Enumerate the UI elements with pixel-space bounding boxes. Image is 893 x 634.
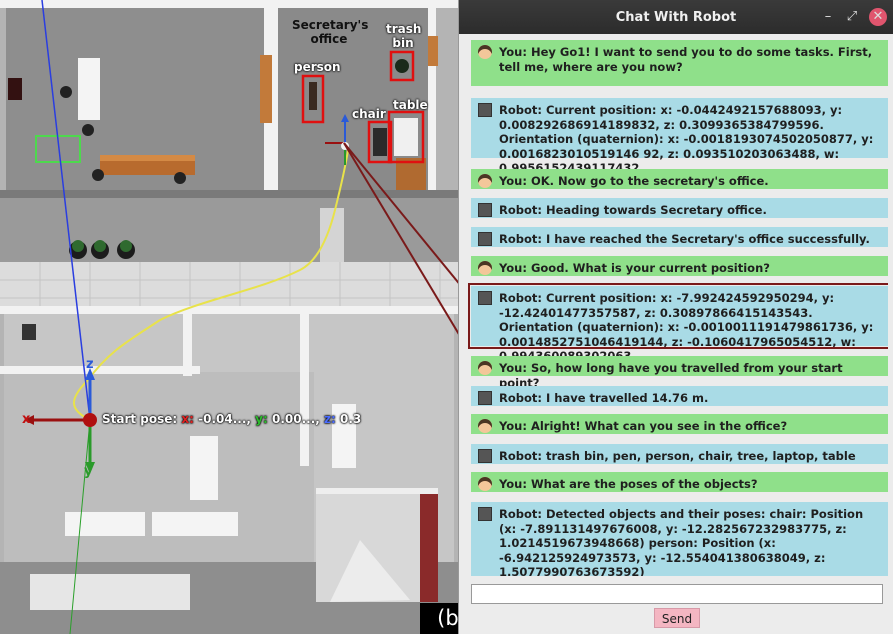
start-pose-y-label: y:	[255, 412, 268, 426]
start-pose-z-value: 0.3	[340, 412, 362, 426]
secretary-office-label: Secretary's office	[292, 18, 369, 46]
user-avatar-icon	[478, 261, 492, 275]
message-item: Robot: I have travelled 14.76 m.	[471, 386, 888, 406]
person-label: person	[294, 60, 341, 74]
robot-avatar-icon	[478, 291, 492, 305]
message-text: You: Hey Go1! I want to send you to do s…	[499, 45, 873, 74]
message-text: You: OK. Now go to the secretary's offic…	[499, 174, 769, 188]
message-text: Robot: Detected objects and their poses:…	[499, 507, 864, 576]
message-item: You: Good. What is your current position…	[471, 256, 888, 276]
chair-label: chair	[352, 107, 386, 121]
message-text: You: Alright! What can you see in the of…	[499, 419, 788, 433]
message-text: Robot: Current position: x: -0.044249215…	[499, 103, 874, 175]
message-item: You: So, how long have you travelled fro…	[471, 356, 888, 390]
message-item: Robot: I have reached the Secretary's of…	[471, 227, 888, 247]
user-avatar-icon	[478, 45, 492, 59]
user-avatar-icon	[478, 174, 492, 188]
message-text: Robot: Heading towards Secretary office.	[499, 203, 767, 217]
start-pose-label: Start pose: x: -0.04..., y: 0.00..., z: …	[102, 412, 361, 426]
message-item: You: Hey Go1! I want to send you to do s…	[471, 40, 888, 86]
user-avatar-icon	[478, 419, 492, 433]
maximize-icon[interactable]: ⤢	[846, 9, 858, 24]
message-item: Robot: trash bin, pen, person, chair, tr…	[471, 444, 888, 464]
robot-avatar-icon	[478, 203, 492, 217]
start-pose-z-label: z:	[324, 412, 336, 426]
message-item: You: What are the poses of the objects?	[471, 472, 888, 492]
minimize-icon[interactable]: –	[824, 9, 832, 24]
message-text: Robot: I have travelled 14.76 m.	[499, 391, 709, 405]
title-bar[interactable]: Chat With Robot – ⤢ ✕	[459, 0, 893, 34]
message-item: You: Alright! What can you see in the of…	[471, 414, 888, 434]
message-item: Robot: Current position: x: -0.044249215…	[471, 98, 888, 175]
table-label: table	[393, 98, 428, 112]
message-item: Robot: Detected objects and their poses:…	[471, 502, 888, 576]
message-text: You: Good. What is your current position…	[499, 261, 770, 275]
x-axis-label: x	[22, 412, 31, 427]
robot-avatar-icon	[478, 391, 492, 405]
window-title: Chat With Robot	[615, 10, 737, 25]
trash-bin-label: trash bin	[386, 22, 422, 50]
robot-avatar-icon	[478, 103, 492, 117]
message-list[interactable]: You: Hey Go1! I want to send you to do s…	[467, 38, 888, 576]
user-avatar-icon	[478, 477, 492, 491]
figure-label: (b)	[420, 603, 458, 634]
message-item: You: OK. Now go to the secretary's offic…	[471, 169, 888, 189]
message-item: Robot: Heading towards Secretary office.	[471, 198, 888, 218]
robot-avatar-icon	[478, 449, 492, 463]
robot-avatar-icon	[478, 232, 492, 246]
start-pose-prefix: Start pose:	[102, 412, 178, 426]
message-text: You: What are the poses of the objects?	[499, 477, 758, 491]
chat-window: Chat With Robot – ⤢ ✕ You: Hey Go1! I wa…	[458, 0, 893, 634]
z-axis-label: z	[86, 357, 94, 372]
user-avatar-icon	[478, 361, 492, 375]
close-icon[interactable]: ✕	[869, 8, 887, 26]
message-item: Robot: Current position: x: -7.992424592…	[468, 283, 888, 363]
start-pose-x-value: -0.04...,	[198, 412, 251, 426]
message-text: Robot: trash bin, pen, person, chair, tr…	[499, 449, 856, 463]
robot-avatar-icon	[478, 507, 492, 521]
simulation-scene	[0, 0, 458, 634]
message-text: Robot: I have reached the Secretary's of…	[499, 232, 870, 246]
send-button[interactable]: Send	[654, 608, 700, 628]
y-axis-label: y	[84, 464, 93, 479]
start-pose-x-label: x:	[181, 412, 194, 426]
message-text: Robot: Current position: x: -7.992424592…	[499, 291, 874, 363]
start-pose-y-value: 0.00...,	[271, 412, 320, 426]
simulation-view: Secretary's office trash bin person chai…	[0, 0, 458, 634]
message-input[interactable]	[471, 584, 883, 604]
